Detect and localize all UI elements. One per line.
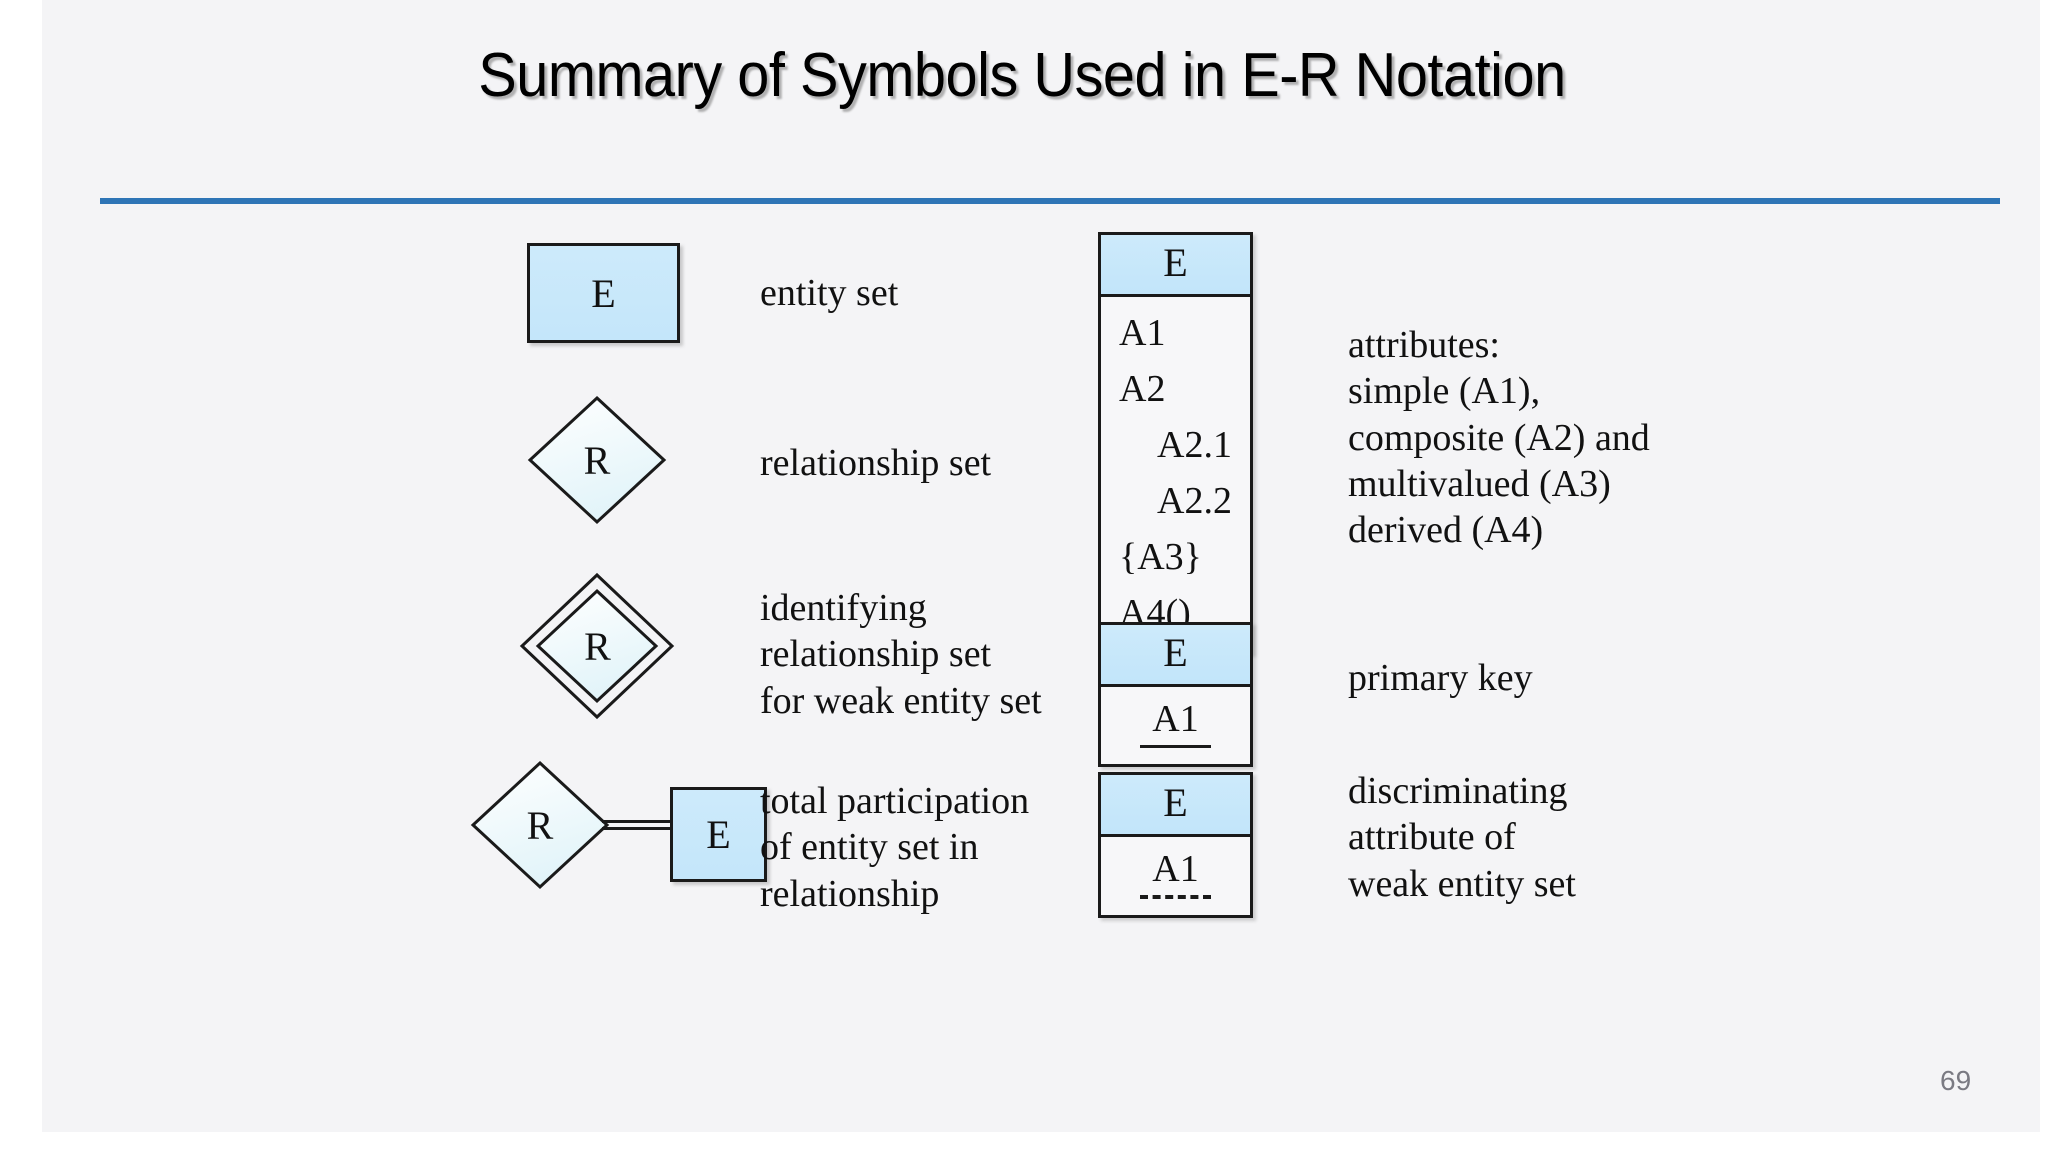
discriminating-attribute-caption: discriminating attribute of weak entity …	[1348, 770, 1576, 905]
slide-right-margin	[2040, 0, 2048, 1152]
attribute-row: A2	[1119, 368, 1166, 410]
primary-key-caption: primary key	[1348, 657, 1533, 699]
page-title: Summary of Symbols Used in E-R Notation	[478, 41, 1566, 110]
total-participation-double-line	[602, 820, 672, 830]
discriminating-attribute-table-body: A1	[1101, 837, 1250, 915]
attribute-table: E A1 A2 A2.1 A2.2 {A3} A4()	[1098, 232, 1253, 654]
primary-key-table-header: E	[1101, 625, 1250, 687]
discriminating-attribute-table-header: E	[1101, 775, 1250, 837]
relationship-set-caption: relationship set	[760, 442, 992, 484]
discriminating-attribute-table: E A1	[1098, 772, 1253, 918]
attribute-row: A1	[1119, 312, 1166, 354]
entity-set-caption: entity set	[760, 272, 899, 314]
primary-key-table-body: A1	[1101, 687, 1250, 764]
relationship-diamond-shape	[527, 395, 667, 525]
attribute-row: {A3}	[1119, 536, 1202, 578]
attribute-table-body: A1 A2 A2.1 A2.2 {A3} A4()	[1101, 297, 1250, 651]
attribute-table-header: E	[1101, 235, 1250, 297]
identifying-relationship-double-diamond: R	[519, 572, 675, 720]
discriminating-attribute-value: A1	[1140, 847, 1211, 899]
primary-key-table: E A1	[1098, 622, 1253, 767]
total-participation-entity-label: E	[706, 812, 731, 857]
total-participation-diamond-shape	[470, 760, 610, 890]
entity-set-box-label: E	[591, 270, 616, 316]
double-diamond-shape	[519, 572, 675, 720]
attribute-row: A2.2	[1157, 480, 1232, 522]
identifying-relationship-caption: identifying relationship set for weak en…	[760, 587, 1042, 722]
slide-left-margin	[0, 0, 42, 1152]
title-underline-rule	[100, 198, 2000, 204]
total-participation-caption: total participation of entity set in rel…	[760, 780, 1030, 915]
total-participation-diamond: R	[470, 760, 610, 890]
entity-set-box: E	[527, 243, 680, 343]
page-number: 69	[1940, 1065, 1972, 1096]
attribute-row: A2.1	[1157, 424, 1232, 466]
relationship-set-diamond: R	[527, 395, 667, 525]
total-participation-entity-box: E	[670, 787, 767, 882]
primary-key-value: A1	[1140, 697, 1211, 748]
attributes-caption: attributes: simple (A1), composite (A2) …	[1348, 324, 1650, 552]
slide-bottom-margin	[0, 1132, 2048, 1152]
